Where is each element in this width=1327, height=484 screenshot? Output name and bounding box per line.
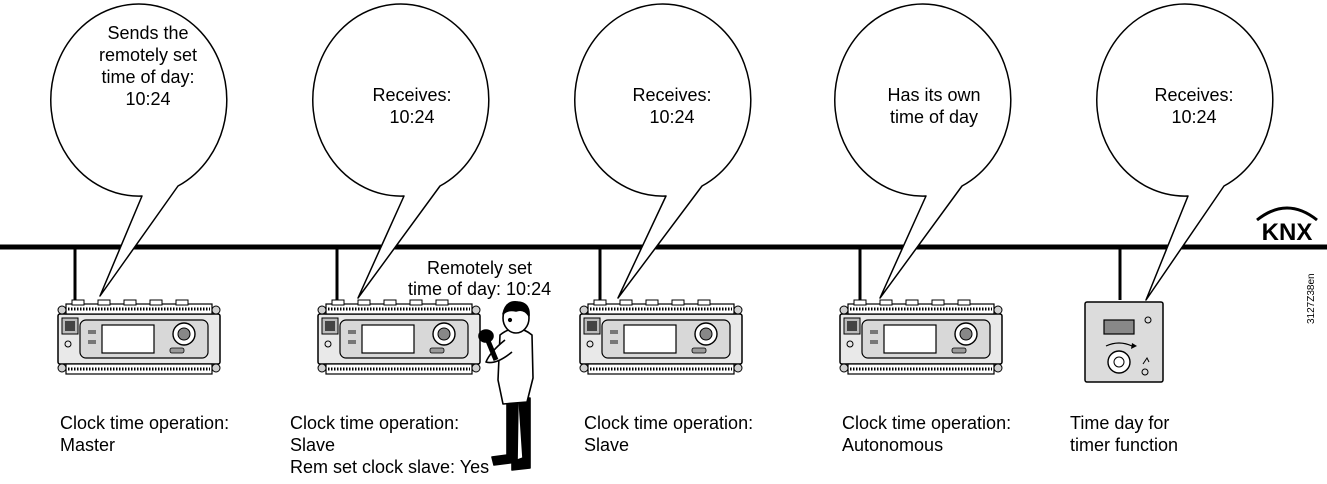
room-unit [1084, 301, 1164, 383]
bubble-text-5: Receives:10:24 [1124, 84, 1264, 128]
bubble-text-2: Receives:10:24 [342, 84, 482, 128]
bubble-text-3: Receives:10:24 [602, 84, 742, 128]
caption-line: Rem set clock slave: Yes [290, 457, 490, 477]
caption-line: Clock time operation: [584, 413, 754, 433]
speech-bubble-2 [312, 3, 490, 299]
caption-line: Time day for [1070, 413, 1170, 433]
speech-bubble-3 [574, 3, 752, 299]
controller-slave [578, 298, 744, 376]
knx-logo: KNX [1256, 206, 1318, 246]
bubble-line: Receives: [632, 85, 712, 105]
caption-line: Clock time operation: [290, 413, 460, 433]
bubble-line: remotely set [98, 45, 198, 65]
caption-line: timer function [1070, 435, 1179, 455]
bubble-line: 10:24 [1171, 107, 1217, 127]
speech-bubble-4 [834, 3, 1012, 299]
remote-set-label: Remotely set time of day: 10:24 [408, 258, 551, 300]
caption-4: Clock time operation:Autonomous [842, 412, 1011, 456]
remote-set-label-line-2: time of day: 10:24 [408, 279, 552, 299]
bubble-line: Receives: [372, 85, 452, 105]
bubble-line: 10:24 [125, 89, 171, 109]
caption-line: Clock time operation: [60, 413, 230, 433]
bubble-line: Has its own [887, 85, 981, 105]
svg-text:KNX: KNX [1262, 219, 1313, 246]
caption-line: Autonomous [842, 435, 944, 455]
caption-1: Clock time operation:Master [60, 412, 229, 456]
remote-set-label-line-1: Remotely set [427, 258, 533, 278]
bubble-line: time of day: [101, 67, 195, 87]
caption-line: Clock time operation: [842, 413, 1012, 433]
controller-autonomous [838, 298, 1004, 376]
document-code: 3127Z38en [1306, 273, 1317, 324]
controller-master [56, 298, 222, 376]
caption-line: Master [60, 435, 116, 455]
caption-line: Slave [290, 435, 336, 455]
bubble-line: 10:24 [389, 107, 435, 127]
bubble-line: Receives: [1154, 85, 1234, 105]
caption-line: Slave [584, 435, 630, 455]
caption-3: Clock time operation:Slave [584, 412, 753, 456]
controller-slave-remote [316, 298, 482, 376]
bubble-line: 10:24 [649, 107, 695, 127]
speech-bubble-5 [1096, 3, 1274, 301]
bus-drop-lines [73, 247, 1122, 300]
bubble-line: time of day [889, 107, 979, 127]
bubble-line: Sends the [107, 23, 189, 43]
speech-bubble-1 [50, 3, 228, 297]
person-figure [478, 300, 534, 471]
